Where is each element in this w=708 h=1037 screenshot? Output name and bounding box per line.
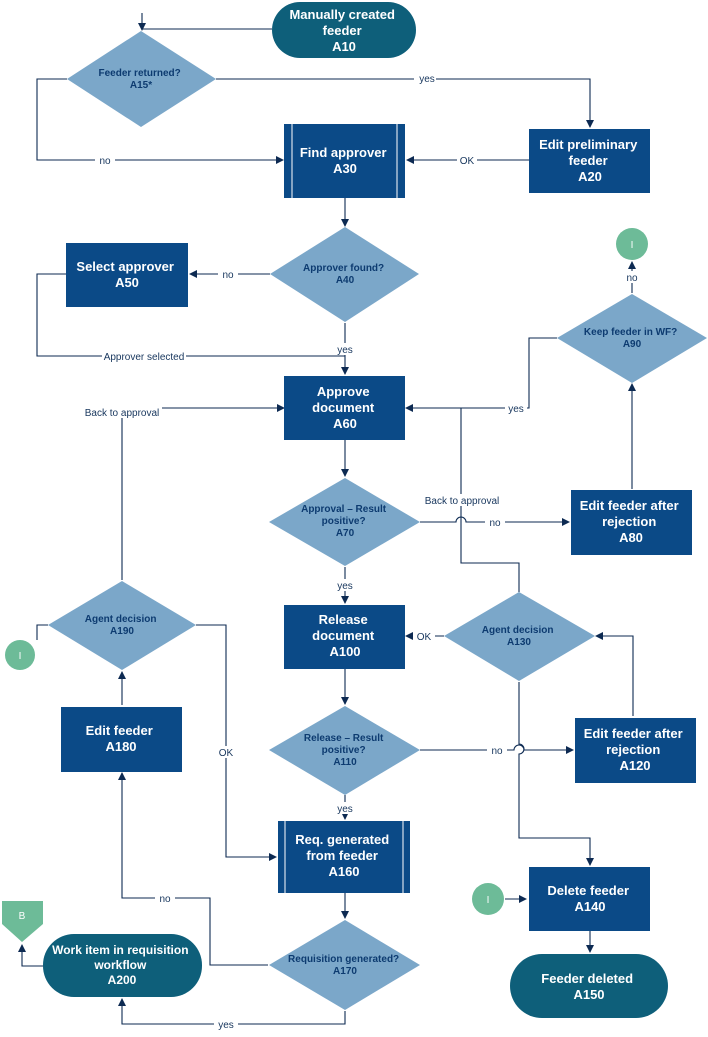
label-back-to-approval-a190: Back to approval bbox=[85, 408, 160, 419]
connector-i-bottom-label: I bbox=[487, 895, 490, 906]
node-a10-shape[interactable] bbox=[272, 2, 416, 58]
node-a170-text: Requisition generated? A170 bbox=[288, 954, 402, 977]
node-a200-text: Work item in requisition workflow A200 bbox=[52, 943, 192, 987]
edge-a130-to-a140 bbox=[518, 682, 594, 866]
edge-a10-to-a15 bbox=[138, 13, 272, 31]
edge-a15-yes-to-a20 bbox=[216, 78, 594, 128]
connector-i-top[interactable] bbox=[616, 228, 648, 260]
label-a170-no: no bbox=[159, 894, 171, 905]
label-a15-no: no bbox=[99, 156, 111, 167]
edge-a120-to-a130 bbox=[595, 632, 634, 716]
node-a20-shape[interactable] bbox=[529, 129, 650, 193]
node-a80-text: Edit feeder after rejection A80 bbox=[580, 498, 683, 545]
node-a160-text: Req. generated from feeder A160 bbox=[295, 832, 393, 879]
edge-a15-no-to-a30 bbox=[36, 78, 284, 164]
node-a180-text: Edit feeder A180 bbox=[86, 723, 157, 754]
node-a15-shape[interactable] bbox=[67, 31, 216, 127]
node-a10-text: Manually created feeder A10 bbox=[289, 7, 398, 54]
label-a190-ok: OK bbox=[219, 748, 234, 759]
label-a15-yes: yes bbox=[419, 74, 435, 85]
node-a100-shape[interactable] bbox=[284, 605, 405, 669]
node-a70-text: Approval – Result positive? A70 bbox=[301, 504, 389, 539]
node-a180-shape[interactable] bbox=[61, 707, 182, 772]
node-a110-shape[interactable] bbox=[269, 706, 420, 795]
node-a110-text: Release – Result positive? A110 bbox=[304, 733, 386, 768]
node-a80-shape[interactable] bbox=[571, 490, 692, 555]
connections bbox=[18, 13, 636, 1025]
node-a160-shape[interactable] bbox=[278, 821, 410, 893]
label-a70-no: no bbox=[489, 518, 501, 529]
label-a110-yes: yes bbox=[337, 804, 353, 815]
node-a90-shape[interactable] bbox=[557, 294, 707, 383]
label-a90-no: no bbox=[626, 273, 638, 284]
node-a70-shape[interactable] bbox=[269, 478, 420, 566]
node-a130-text: Agent decision A130 bbox=[482, 625, 556, 648]
offpage-connector-b-label: B bbox=[19, 911, 26, 922]
connector-i-left-label: I bbox=[19, 651, 22, 662]
label-a90-yes: yes bbox=[508, 404, 524, 415]
node-a20-text: Edit preliminary feeder A20 bbox=[539, 137, 641, 184]
node-a50-shape[interactable] bbox=[66, 243, 188, 307]
edge-a200-to-offpage-b bbox=[18, 944, 43, 967]
node-a40-text: Approver found? A40 bbox=[303, 263, 387, 286]
edge-a50-approver-selected bbox=[36, 273, 345, 357]
node-a90-text: Keep feeder in WF? A90 bbox=[584, 327, 680, 350]
node-a150-text: Feeder deleted A150 bbox=[541, 971, 636, 1002]
connector-i-bottom[interactable] bbox=[472, 883, 504, 915]
node-a190-shape[interactable] bbox=[48, 581, 196, 670]
label-a20-ok: OK bbox=[460, 156, 475, 167]
node-a50-text: Select approver A50 bbox=[76, 259, 177, 290]
node-a30-text: Find approver A30 bbox=[300, 145, 390, 176]
edge-a190-to-connector bbox=[36, 624, 48, 640]
label-a70-yes: yes bbox=[337, 581, 353, 592]
node-a30-shape[interactable] bbox=[284, 124, 405, 198]
connector-i-top-label: I bbox=[631, 240, 634, 251]
label-a110-no: no bbox=[491, 746, 503, 757]
edge-a90-yes-to-a60 bbox=[405, 337, 557, 412]
node-a60-text: Approve document A60 bbox=[312, 384, 378, 431]
connector-i-left[interactable] bbox=[5, 640, 35, 670]
offpage-connector-b[interactable] bbox=[2, 901, 43, 942]
node-a15-text: Feeder returned? A15* bbox=[98, 68, 183, 91]
label-back-to-approval-a130: Back to approval bbox=[425, 496, 500, 507]
edge-a130-back-to-approval bbox=[460, 408, 520, 592]
node-a200-shape[interactable] bbox=[43, 934, 202, 997]
node-a140-shape[interactable] bbox=[529, 867, 650, 931]
node-a190-text: Agent decision A190 bbox=[85, 614, 159, 637]
edge-a170-no-to-a180 bbox=[118, 772, 268, 966]
node-a40-shape[interactable] bbox=[270, 227, 419, 322]
label-a40-no: no bbox=[222, 270, 234, 281]
edge-a190-back-to-approval bbox=[121, 404, 285, 580]
node-a130-shape[interactable] bbox=[444, 592, 595, 681]
label-a130-ok: OK bbox=[417, 632, 432, 643]
node-a120-shape[interactable] bbox=[575, 718, 696, 783]
edge-labels: yes no OK no yes Approver selected yes n… bbox=[82, 72, 640, 1031]
node-a60-shape[interactable] bbox=[284, 376, 405, 440]
edge-a190-ok-to-a160 bbox=[196, 624, 277, 861]
node-a170-shape[interactable] bbox=[269, 920, 420, 1010]
node-a100-text: Release document A100 bbox=[312, 612, 378, 659]
node-a150-shape[interactable] bbox=[510, 954, 668, 1018]
label-a170-yes: yes bbox=[218, 1020, 234, 1031]
edge-a110-no-to-a120 bbox=[420, 744, 574, 754]
node-a140-text: Delete feeder A140 bbox=[547, 883, 632, 914]
label-a40-yes: yes bbox=[337, 345, 353, 356]
node-a120-text: Edit feeder after rejection A120 bbox=[584, 726, 687, 773]
label-approver-selected: Approver selected bbox=[104, 352, 185, 363]
